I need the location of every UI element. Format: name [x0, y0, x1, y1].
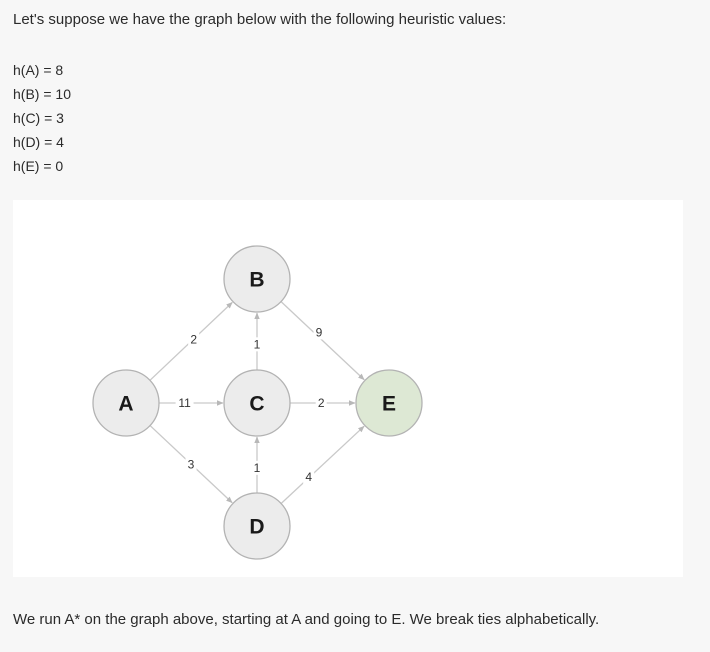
node-circle-b	[223, 245, 291, 313]
heuristic-e: h(E) = 0	[13, 158, 64, 174]
edge-weight-b-e: 9	[316, 325, 323, 339]
edge-weight-a-c: 11	[178, 396, 191, 410]
node-d: D	[223, 492, 291, 560]
outro-text: We run A* on the graph above, starting a…	[13, 611, 600, 628]
edge-label-bg	[251, 460, 263, 475]
edge-label-bg	[303, 470, 315, 485]
node-e: E	[355, 369, 423, 437]
edge-label-bg	[251, 337, 263, 352]
node-a: A	[92, 369, 160, 437]
heuristic-d: h(D) = 4	[13, 134, 64, 150]
node-circle-d	[223, 492, 291, 560]
node-label-a: A	[118, 393, 133, 416]
edge-weight-c-b: 1	[254, 337, 261, 351]
edge-label-bg	[175, 396, 194, 410]
edge-label-bg	[315, 396, 327, 410]
node-label-e: E	[382, 393, 396, 416]
edge-label-bg	[188, 332, 200, 347]
node-b: B	[223, 245, 291, 313]
node-c: C	[223, 369, 291, 437]
edge-weight-d-c: 1	[254, 461, 261, 475]
edge-weight-d-e: 4	[305, 470, 312, 484]
intro-text: Let's suppose we have the graph below wi…	[13, 11, 507, 28]
graph-panel: 2 11 3 9 1 2 1 4 A B C D E	[13, 200, 683, 577]
edge-b-e	[280, 301, 365, 381]
node-circle-a	[92, 369, 160, 437]
edge-d-e	[280, 425, 365, 504]
node-label-c: C	[249, 393, 264, 416]
edge-weight-a-d: 3	[188, 457, 195, 471]
edge-weight-a-b: 2	[190, 333, 197, 347]
node-label-b: B	[249, 269, 264, 292]
heuristic-a: h(A) = 8	[13, 62, 64, 78]
heuristic-c: h(C) = 3	[13, 110, 64, 126]
node-label-d: D	[249, 516, 264, 539]
edge-label-bg	[313, 325, 325, 340]
heuristic-b: h(B) = 10	[13, 86, 71, 102]
node-circle-c	[223, 369, 291, 437]
edge-label-bg	[185, 457, 197, 472]
heuristic-list: h(A) = 8 h(B) = 10 h(C) = 3 h(D) = 4 h(E…	[13, 58, 71, 178]
edge-weight-c-e: 2	[318, 396, 325, 410]
node-circle-e	[355, 369, 423, 437]
graph-diagram: 2 11 3 9 1 2 1 4 A B C D E	[92, 245, 423, 560]
